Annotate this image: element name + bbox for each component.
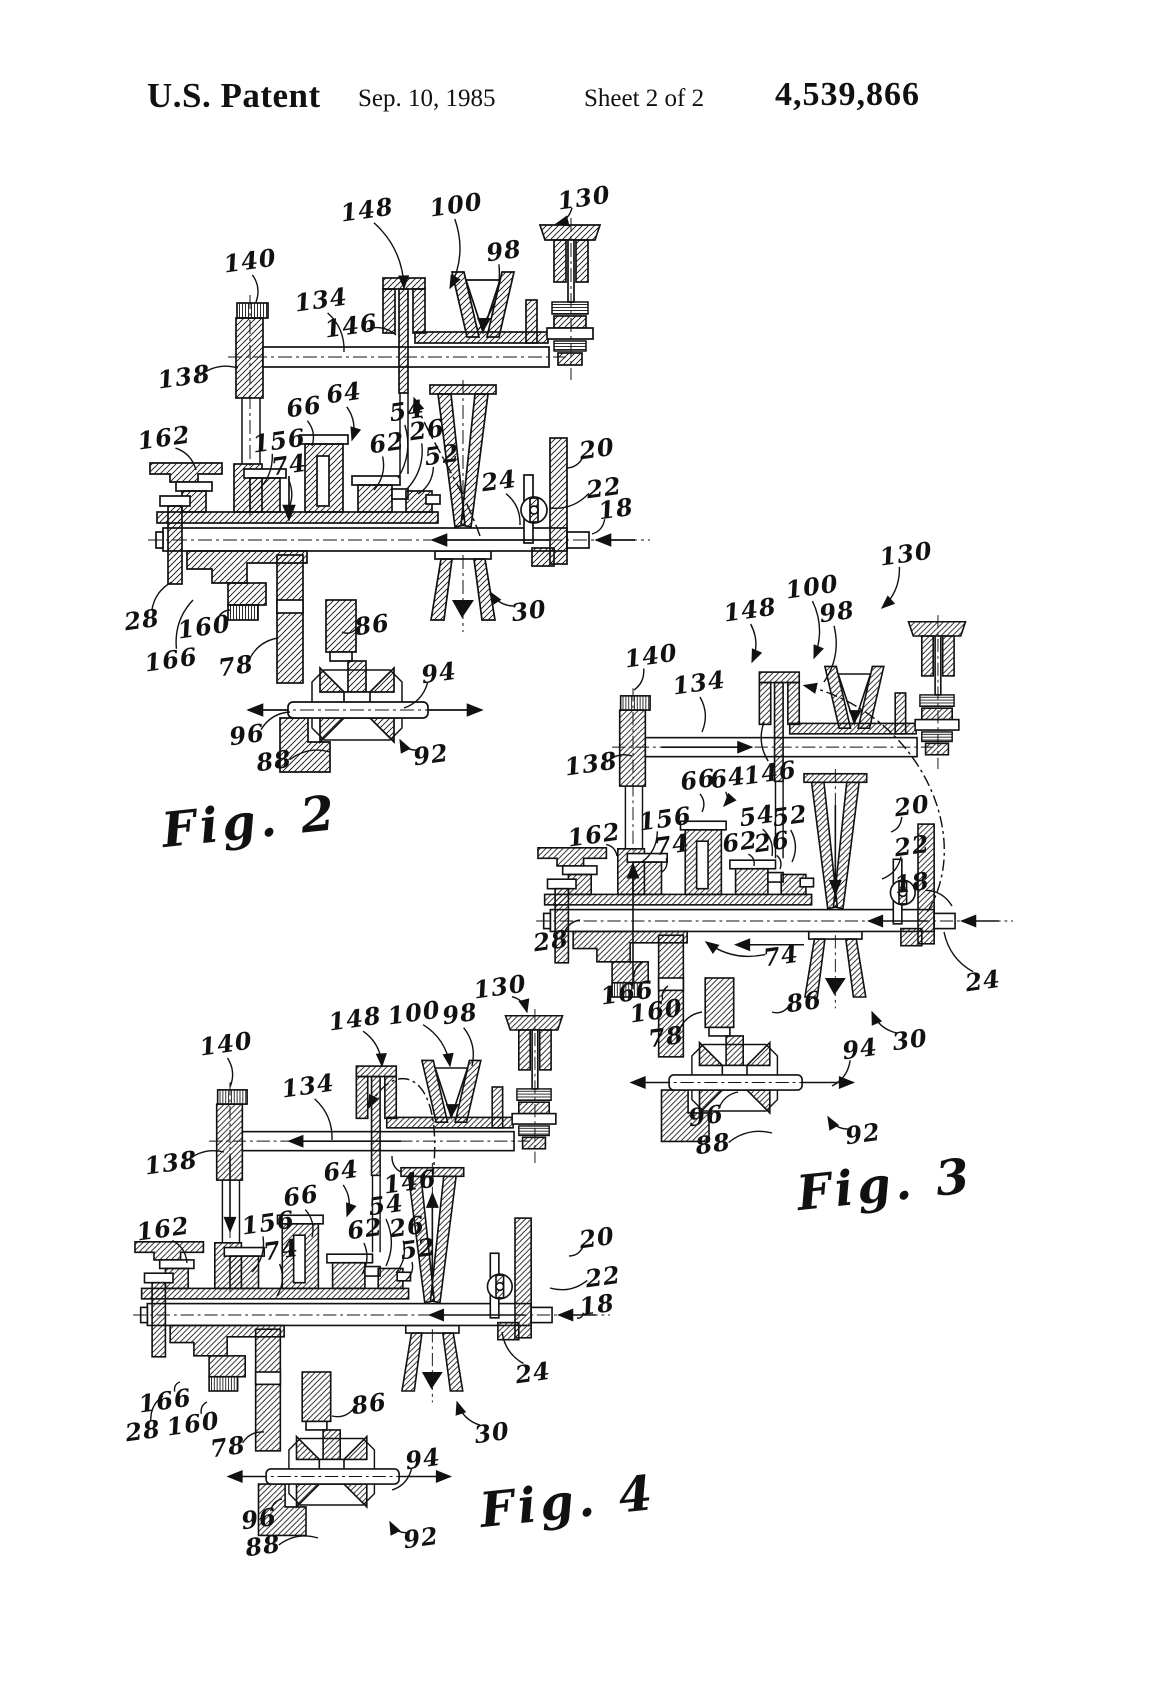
ref-label-fig3-20: 20 [892,789,931,823]
ref-label-fig4-52: 52 [398,1232,437,1266]
ref-label-fig2-98: 98 [484,234,523,268]
ref-label-fig3-24: 24 [963,964,1002,998]
ref-label-fig2-92: 92 [411,738,450,772]
ref-label-fig3-92: 92 [843,1117,882,1151]
figure-3-drawing [536,615,1013,1141]
ref-label-fig2-52: 52 [422,438,461,472]
leader-line [751,624,756,662]
ref-label-fig2-96: 96 [227,718,266,752]
ref-label-fig3-98: 98 [817,595,856,629]
ref-label-fig4-98: 98 [440,997,479,1031]
ref-label-fig2-88: 88 [254,744,293,778]
leader-line [279,1536,318,1545]
leader-line [343,1185,349,1216]
leader-line [777,855,781,869]
ref-label-fig4-28: 28 [123,1414,162,1448]
figure-4-drawing [133,1009,610,1535]
ref-label-fig2-20: 20 [577,432,616,466]
ref-label-fig2-62: 62 [367,426,406,460]
ref-label-fig3-26: 26 [752,825,791,859]
leader-line [729,1131,772,1142]
ref-label-fig2-18: 18 [596,492,635,526]
ref-label-fig2-30: 30 [509,594,548,628]
leader-line [944,932,973,972]
ref-label-fig4-24: 24 [513,1356,552,1390]
ref-label-fig3-86: 86 [784,985,823,1019]
leader-line [407,443,422,489]
ref-label-fig3-74: 74 [652,828,691,862]
leader-line [882,567,899,608]
ref-label-fig4-86: 86 [349,1387,388,1421]
leader-line [363,1031,382,1066]
ref-label-fig4-88: 88 [243,1529,282,1563]
leader-line [332,1409,354,1417]
leader-line [506,494,520,525]
ref-label-fig2-66: 66 [284,390,323,424]
ref-label-fig3-94: 94 [840,1032,879,1066]
figure-2-drawing [148,218,650,772]
leader-line [724,792,727,806]
ref-label-fig2-94: 94 [419,656,458,690]
leader-line [249,638,278,660]
leader-line [700,794,704,812]
ref-label-fig3-30: 30 [890,1023,929,1057]
ref-label-fig4-74: 74 [261,1233,300,1267]
ref-label-fig2-64: 64 [324,376,363,410]
ref-label-fig3-22: 22 [892,829,931,863]
ref-label-fig4-78: 78 [208,1430,247,1464]
ref-label-fig4-64: 64 [321,1154,360,1188]
ref-label-fig4-94: 94 [403,1442,442,1476]
ref-label-fig4-18: 18 [577,1288,616,1322]
leader-line [252,275,258,302]
ref-label-fig2-74: 74 [269,448,308,482]
ref-label-fig3-88: 88 [693,1127,732,1161]
ref-label-fig3-64: 64 [708,761,747,795]
ref-label-fig4-20: 20 [577,1221,616,1255]
ref-label-fig3-78: 78 [646,1020,685,1054]
leader-line [791,830,796,862]
ref-label-fig2-78: 78 [216,649,255,683]
ref-label-fig3-74: 74 [761,939,800,973]
ref-label-fig4-92: 92 [401,1521,440,1555]
leader-line [700,697,705,732]
leader-line [550,1280,587,1289]
ref-label-fig3-28: 28 [531,924,570,958]
ref-label-fig2-86: 86 [352,608,391,642]
ref-label-fig2-28: 28 [122,603,161,637]
ref-label-fig2-24: 24 [479,464,518,498]
ref-label-fig4-30: 30 [472,1416,511,1450]
ref-label-fig3-18: 18 [892,866,931,900]
ref-label-fig4-62: 62 [345,1212,384,1246]
